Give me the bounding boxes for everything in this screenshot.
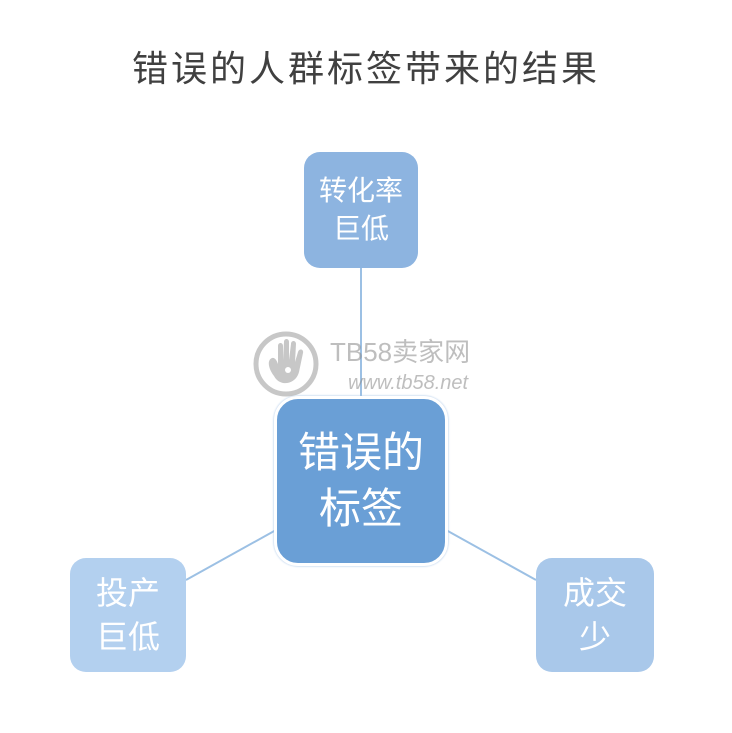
page-title: 错误的人群标签带来的结果 [131, 49, 600, 90]
node-left-line2: 巨低 [95, 618, 160, 656]
node-wrong-tag: 错误的 标签 [274, 396, 448, 566]
watermark-url: www.tb58.net [348, 372, 469, 394]
node-roi: 投产 巨低 [70, 558, 186, 672]
node-right-line2: 少 [578, 618, 611, 656]
node-left-line1: 投产 [95, 574, 160, 612]
node-top-line1: 转化率 [318, 174, 403, 207]
node-center-line2: 标签 [318, 484, 403, 533]
node-center-line1: 错误的 [297, 428, 424, 477]
node-top-line2: 巨低 [332, 212, 389, 245]
node-conversion-rate: 转化率 巨低 [304, 152, 418, 268]
watermark: TB58卖家网 www.tb58.net [252, 330, 492, 400]
connector-left [185, 529, 277, 581]
hand-logo-icon [253, 331, 319, 397]
watermark-name: TB58卖家网 [330, 337, 471, 367]
connector-right [445, 529, 537, 581]
node-deals: 成交 少 [536, 558, 654, 672]
node-right-line1: 成交 [562, 574, 627, 612]
